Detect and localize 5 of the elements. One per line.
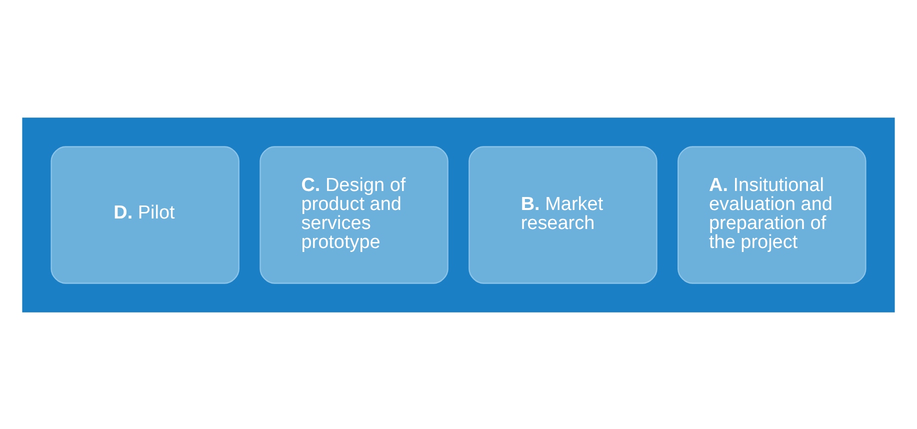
node-box: B. Market research [468,146,658,284]
node-box: D. Pilot [50,146,240,284]
node-box: C. Design of product and services prototype [260,146,448,284]
cluster [22,117,895,312]
node-box: A. Insitutional evaluation and preparation of the project [678,146,866,284]
